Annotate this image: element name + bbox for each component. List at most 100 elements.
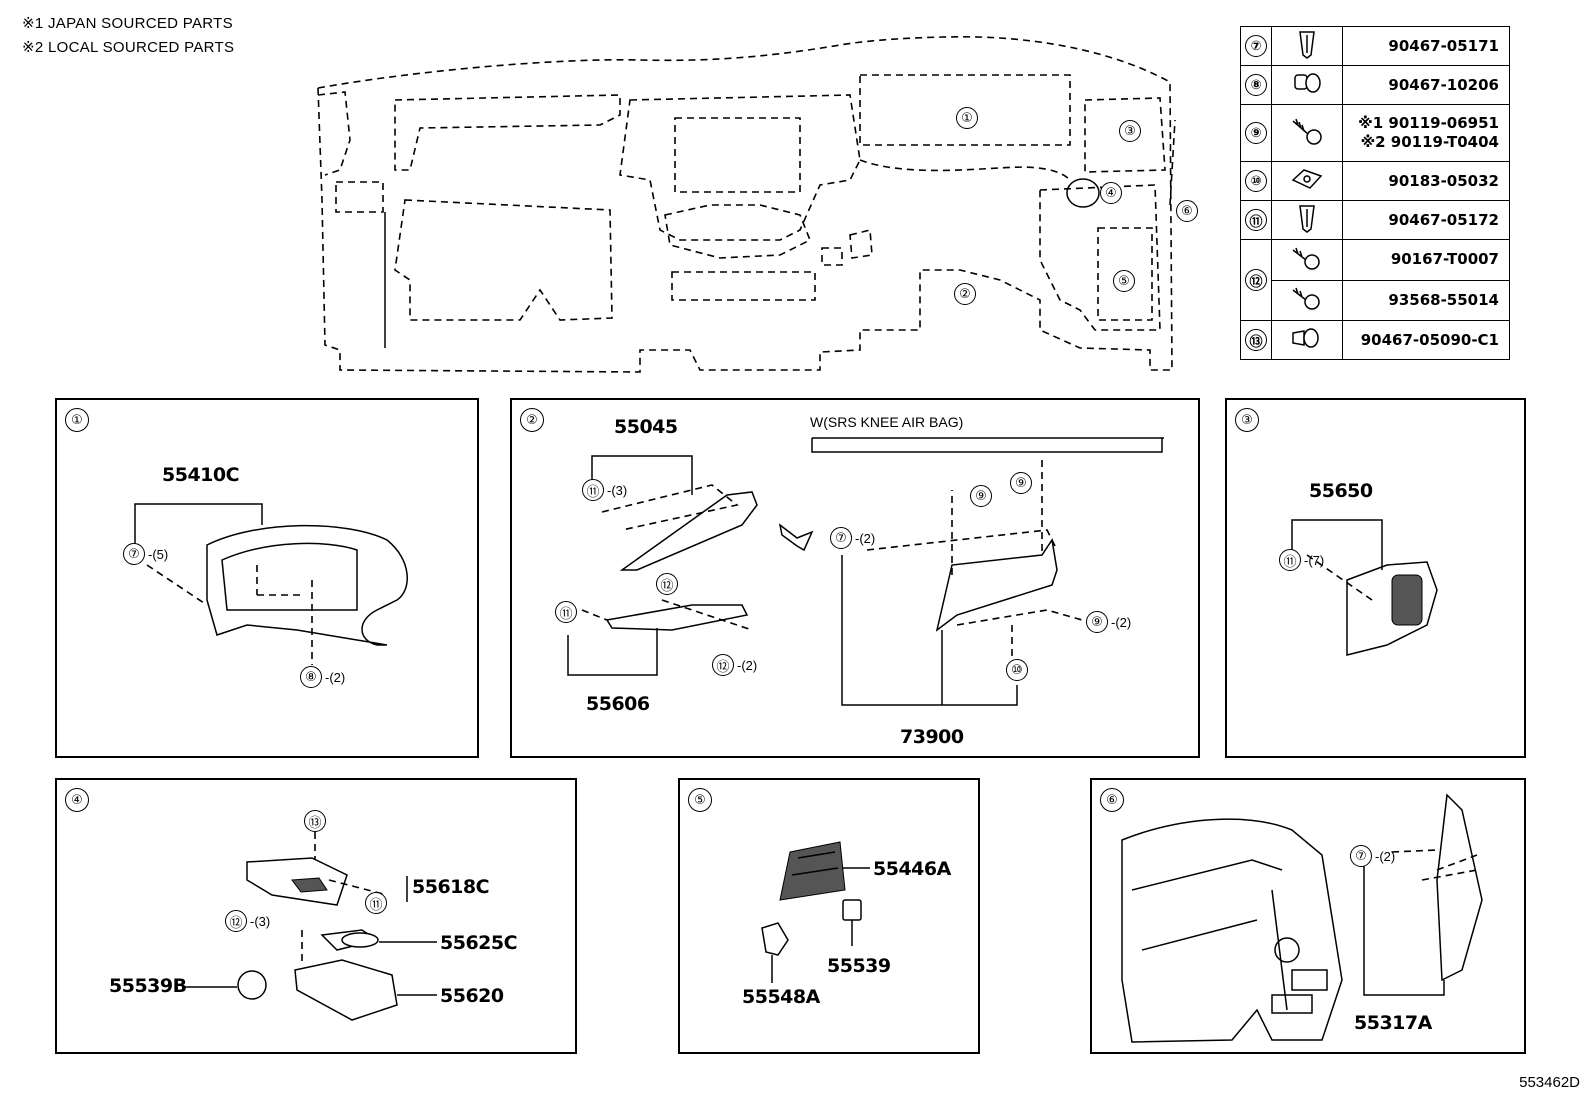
callout-qty: -(2) — [1111, 614, 1132, 630]
fastener-row-11: ⑪ 90467-05172 — [1240, 200, 1510, 240]
callout-ref: ⑦ — [830, 527, 852, 549]
clip-icon — [1299, 31, 1315, 59]
push-clip-icon — [1292, 328, 1319, 348]
fastener-row-9: ⑨ ※1 90119-06951※2 90119-T0404 — [1240, 104, 1510, 162]
screw-icon — [1292, 247, 1320, 270]
clip-icon — [1299, 205, 1315, 233]
fastener-part: 90183-05032 — [1388, 171, 1499, 190]
bolt-icon — [1292, 118, 1322, 145]
fastener-row-12b: 93568-55014 — [1241, 279, 1510, 321]
panel-number: ⑤ — [688, 788, 712, 812]
fastener-part: ※1 90119-06951 — [1358, 114, 1499, 132]
callout-qty: -(2) — [737, 657, 758, 673]
ashtray-drawing — [182, 832, 437, 1021]
part-number-55539: 55539 — [827, 955, 891, 977]
callout-qty: -(7) — [1304, 552, 1325, 568]
callout-ref: ⑪ — [582, 479, 604, 501]
callout-7: ⑦-(2) — [830, 527, 875, 549]
panel-2-lower-panel: ② 55045 55606 73900 W(SRS KNEE AIR BAG) … — [510, 398, 1200, 758]
fastener-row-12a: ⑫ 90167-T0007 — [1240, 239, 1510, 321]
fastener-row-7: ⑦ 90467-05171 — [1240, 26, 1510, 66]
part-number-55650: 55650 — [1309, 480, 1373, 502]
panel-number: ③ — [1235, 408, 1259, 432]
callout-9: ⑨-(2) — [1086, 611, 1131, 633]
callout-9: ⑨ — [1010, 472, 1032, 494]
part-number-55410c: 55410C — [162, 464, 240, 486]
nut-clip-icon — [1291, 169, 1323, 189]
dashboard-outline-drawing — [317, 36, 1176, 373]
overview-callout-3: ③ — [1119, 120, 1141, 142]
screw-icon — [1292, 288, 1320, 310]
callout-12: ⑫ — [656, 573, 678, 595]
callout-ref: ⑧ — [300, 666, 322, 688]
callout-ref: ⑦ — [1350, 845, 1372, 867]
fastener-part: 93568-55014 — [1388, 290, 1499, 309]
overview-callout-5: ⑤ — [1113, 270, 1135, 292]
callout-11: ⑪-(7) — [1279, 549, 1324, 571]
fastener-ref: ⑧ — [1245, 74, 1267, 96]
fastener-ref: ⑨ — [1245, 122, 1267, 144]
part-number-55539b: 55539B — [109, 975, 187, 997]
callout-qty: -(2) — [855, 530, 876, 546]
callout-qty: -(3) — [250, 913, 271, 929]
callout-7: ⑦-(2) — [1350, 845, 1395, 867]
fastener-part: ※2 90119-T0404 — [1360, 133, 1499, 151]
part-number-55317a: 55317A — [1354, 1012, 1432, 1034]
fastener-ref: ⑪ — [1245, 209, 1267, 231]
fastener-part: 90467-05171 — [1388, 36, 1499, 55]
fastener-part: 90467-10206 — [1388, 75, 1499, 94]
callout-11: ⑪ — [365, 892, 387, 914]
fastener-ref: ⑦ — [1245, 35, 1267, 57]
fastener-part: 90167-T0007 — [1390, 250, 1499, 269]
callout-ref: ⑦ — [123, 543, 145, 565]
callout-13: ⑬ — [304, 810, 326, 832]
fastener-ref: ⑩ — [1245, 170, 1267, 192]
callout-ref: ⑨ — [970, 485, 992, 507]
callout-qty: -(2) — [1375, 848, 1396, 864]
callout-ref: ⑨ — [1086, 611, 1108, 633]
part-number-55548a: 55548A — [742, 986, 820, 1008]
overview-callout-2: ② — [954, 283, 976, 305]
callout-ref: ⑪ — [555, 601, 577, 623]
callout-12: ⑫-(3) — [225, 910, 270, 932]
overview-callout-6: ⑥ — [1176, 200, 1198, 222]
part-number-73900: 73900 — [900, 726, 964, 748]
callout-qty: -(2) — [325, 669, 346, 685]
panel-5-switch-base: ⑤ 55446A 55548A 55539 — [678, 778, 980, 1054]
callout-11: ⑪ — [555, 601, 577, 623]
part-number-55620: 55620 — [440, 985, 504, 1007]
side-register-drawing — [1291, 519, 1438, 656]
fastener-part: 90467-05090-C1 — [1360, 330, 1499, 349]
part-number-55625c: 55625C — [440, 932, 518, 954]
panel-number: ① — [65, 408, 89, 432]
callout-7: ⑦-(5) — [123, 543, 168, 565]
callout-9: ⑨ — [970, 485, 992, 507]
panel-number: ② — [520, 408, 544, 432]
panel-4-ashtray: ④ ⑬ ⑪ ⑫-(3) 55618C 55625C 55620 55539B — [55, 778, 577, 1054]
fastener-row-8: ⑧ 90467-10206 — [1240, 65, 1510, 105]
meter-hood-drawing — [134, 503, 408, 665]
callout-11: ⑪-(3) — [582, 479, 627, 501]
side-panel-drawing — [1121, 793, 1483, 1043]
note-japan-sourced: ※1 JAPAN SOURCED PARTS — [22, 15, 233, 32]
callout-ref: ⑨ — [1010, 472, 1032, 494]
overview-callout-1: ① — [956, 107, 978, 129]
fastener-table: ⑦ 90467-05171 ⑧ 90467-10206 ⑨ ※1 90119-0… — [1240, 26, 1510, 360]
callout-qty: -(3) — [607, 482, 628, 498]
part-number-55045: 55045 — [614, 416, 678, 438]
switch-base-drawing — [761, 841, 870, 983]
part-number-55446a: 55446A — [873, 858, 951, 880]
overview-callout-4: ④ — [1100, 182, 1122, 204]
figure-id: 553462D — [1519, 1074, 1580, 1091]
fastener-row-13: ⑬ 90467-05090-C1 — [1240, 320, 1510, 360]
overview-diagram: ① ② ③ ④ ⑤ ⑥ — [0, 0, 1592, 380]
callout-12: ⑫-(2) — [712, 654, 757, 676]
callout-ref: ⑪ — [1279, 549, 1301, 571]
panel-number: ⑥ — [1100, 788, 1124, 812]
note-local-sourced: ※2 LOCAL SOURCED PARTS — [22, 39, 235, 56]
knee-airbag-label: W(SRS KNEE AIR BAG) — [810, 414, 964, 430]
panel-6-side-panel: ⑥ ⑦-(2) 55317A — [1090, 778, 1526, 1054]
fastener-part: 90467-05172 — [1388, 210, 1499, 229]
fastener-ref: ⑬ — [1245, 329, 1267, 351]
lower-panel-drawing — [567, 437, 1164, 706]
